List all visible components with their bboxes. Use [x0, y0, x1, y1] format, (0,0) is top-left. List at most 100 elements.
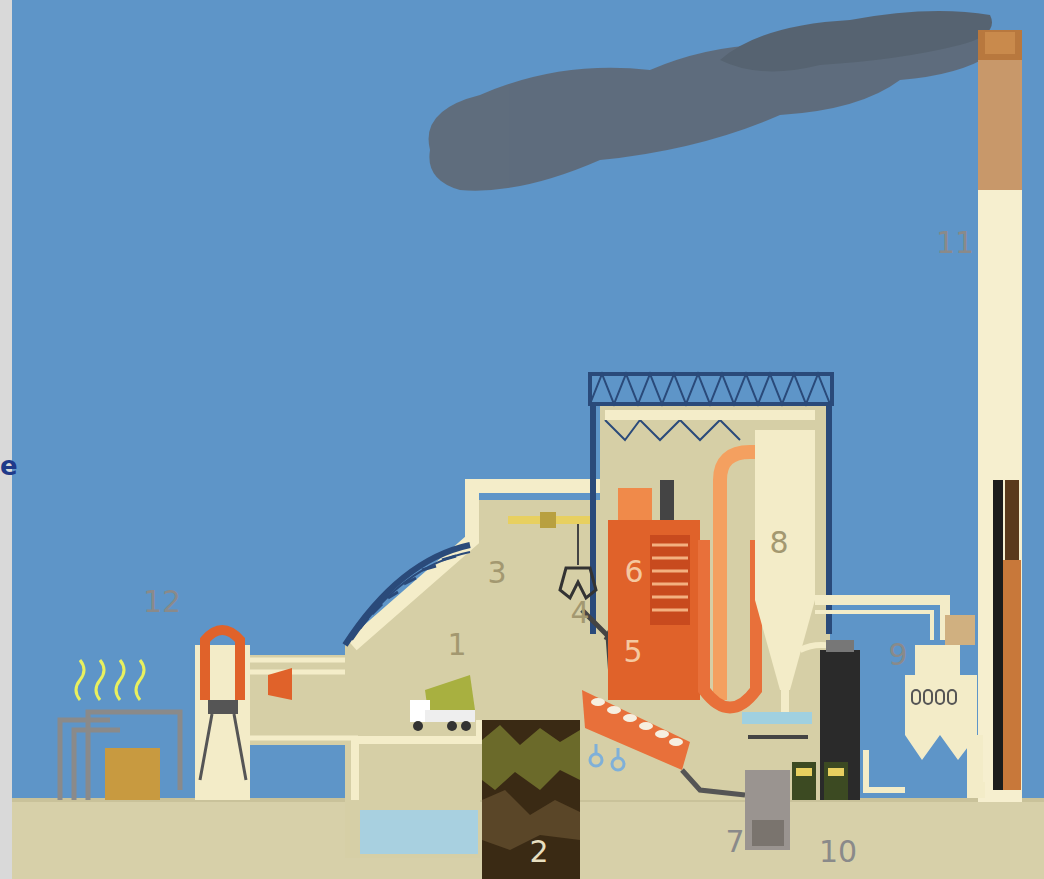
boiler-part [596, 744, 618, 758]
energy-building-part [76, 660, 144, 700]
flue-gas-ducts-part [975, 735, 985, 790]
waste-bunker-hall-part [352, 552, 470, 640]
callout-number: 3 [487, 558, 506, 588]
link-duct [245, 655, 358, 745]
residue-silos-and-trucks-part [796, 768, 812, 776]
boiler-part [623, 714, 637, 722]
smoke-cloud [429, 11, 992, 191]
energy-building-part [205, 630, 240, 700]
boiler-part [608, 520, 700, 700]
cyclone-separator-part [742, 712, 812, 724]
link-duct-part [245, 655, 345, 745]
boiler-part [612, 758, 624, 770]
callout-number: 12 [143, 587, 181, 617]
bag-filter-part [905, 735, 977, 760]
cyclone-separator-part [755, 430, 815, 690]
bag-filter-part [948, 690, 956, 704]
callout-number: 1 [447, 630, 466, 660]
tipping-pool [345, 800, 480, 858]
waste-bunker-hall-part [355, 720, 480, 800]
boiler-part [639, 722, 653, 730]
delivery-truck-part [413, 721, 423, 731]
link-duct-part [248, 660, 358, 738]
energy-building-part [76, 660, 84, 700]
energy-building-part [96, 660, 104, 700]
crane-and-grab [508, 512, 596, 598]
boiler-part [582, 690, 690, 770]
ash-conveyor-part [748, 735, 808, 739]
residue-silos-and-trucks-part [820, 650, 860, 800]
boiler-part [591, 698, 605, 706]
energy-building-part [105, 748, 160, 800]
boiler-part [704, 540, 756, 708]
callout-number: 6 [624, 557, 643, 587]
callout-number: 5 [623, 637, 642, 667]
bag-filter-part [912, 690, 956, 704]
edge-text: e [0, 453, 18, 479]
ash-conveyor-part [745, 770, 790, 850]
delivery-truck [410, 675, 475, 731]
bag-filter-part [924, 690, 932, 704]
energy-building-part [136, 660, 144, 700]
ash-conveyor-part [752, 820, 784, 846]
bag-filter-part [905, 675, 977, 735]
bunker-pit [482, 720, 580, 879]
waste-bunker-hall [345, 405, 830, 800]
flue-gas-ducts-part [815, 600, 945, 640]
callout-number: 10 [819, 837, 857, 867]
waste-bunker-hall-part [352, 486, 600, 645]
boiler-part [618, 488, 652, 522]
crane-and-grab-part [577, 524, 579, 565]
steel-roof-truss-part [590, 374, 830, 404]
delivery-truck-part [425, 710, 475, 722]
steel-roof-truss-part [590, 374, 832, 404]
energy-building-part [60, 712, 180, 800]
boiler-part [669, 738, 683, 746]
energy-building-part [208, 700, 238, 714]
bag-filter-part [912, 690, 920, 704]
callout-number: 11 [936, 228, 974, 258]
residue-silos-and-trucks-part [828, 768, 844, 776]
boiler-part [591, 698, 683, 746]
chimney [978, 30, 1022, 802]
callout-number: 9 [888, 640, 907, 670]
bag-filter-part [945, 615, 975, 645]
background-part [0, 0, 12, 879]
energy-building-part [116, 660, 124, 700]
residue-silos-and-trucks [792, 640, 860, 800]
callout-number: 7 [725, 827, 744, 857]
cyclone-separator [742, 430, 815, 724]
chimney-part [978, 60, 1022, 190]
waste-bunker-hall-part [345, 405, 830, 800]
cyclone-separator-part [781, 690, 789, 712]
waste-bunker-hall-part [360, 556, 456, 628]
callout-number: 8 [769, 528, 788, 558]
bunker-pit-part [482, 725, 580, 790]
chimney-part [978, 190, 1022, 802]
boiler-part [660, 480, 674, 520]
steel-roof-truss-part [590, 404, 596, 634]
background-part [12, 0, 1044, 879]
boiler-part [590, 754, 602, 766]
bag-filter [905, 615, 977, 760]
callout-number: 2 [529, 837, 548, 867]
steel-roof-truss-part [605, 410, 815, 420]
chimney-part [1003, 560, 1021, 790]
residue-silos-and-trucks-part [826, 640, 854, 652]
ash-conveyor [682, 735, 808, 850]
chimney-part [978, 30, 1022, 60]
bag-filter-part [915, 645, 960, 675]
callout-number: 4 [570, 598, 589, 628]
boiler-part [652, 545, 688, 610]
ash-conveyor-part [682, 770, 745, 795]
bag-filter-part [936, 690, 944, 704]
energy-building [60, 630, 250, 800]
delivery-truck-part [461, 721, 471, 731]
boiler-part [607, 706, 621, 714]
bunker-pit-part [482, 720, 580, 879]
boiler-part [655, 730, 669, 738]
chimney-part [993, 480, 1003, 790]
